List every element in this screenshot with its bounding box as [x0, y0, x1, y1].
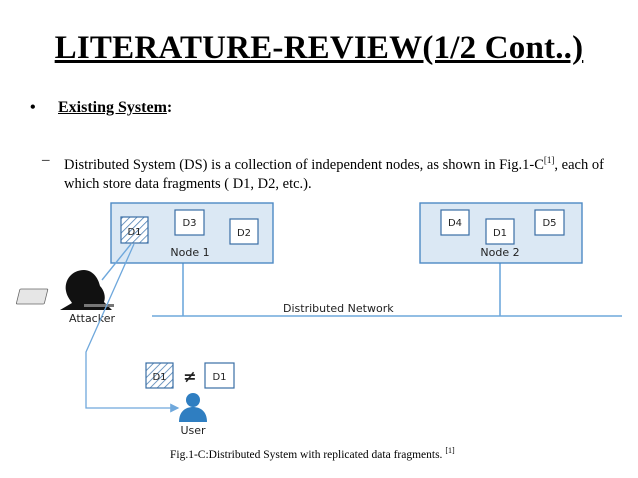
node-2: D4 D1 D5 Node 2: [419, 202, 583, 264]
fragment-label: D4: [448, 218, 462, 229]
sub-bullet-dash: –: [42, 152, 50, 168]
figure-caption: Fig.1-C:Distributed System with replicat…: [170, 446, 455, 461]
sub-bullet-description: – Distributed System (DS) is a collectio…: [42, 151, 604, 194]
attacker-icon: [16, 270, 114, 310]
fragment-label: D1: [212, 372, 226, 383]
fragment-label: D5: [542, 218, 556, 229]
fragment-d1-original: [204, 362, 235, 389]
node-2-label: Node 2: [480, 246, 519, 259]
fragment-label: D2: [237, 228, 251, 239]
attacker-label: Attacker: [69, 312, 115, 325]
caption-citation: [1]: [445, 446, 455, 455]
sub-text-part1: Distributed System (DS) is a collection …: [64, 156, 544, 173]
attack-flow-lines: [85, 243, 180, 413]
fragment-d1: [485, 218, 515, 245]
bullet-colon: :: [166, 99, 173, 116]
bullet-dot: •: [30, 99, 36, 116]
bullet-existing-system: • Existing System:: [30, 99, 172, 117]
bullet-heading: Existing System: [58, 99, 167, 116]
fragment-d3: [174, 209, 205, 236]
sub-text-part2: , each of which store data fragments ( D…: [64, 156, 604, 192]
node-1-label: Node 1: [170, 246, 209, 259]
network-label: Distributed Network: [283, 302, 394, 315]
fragment-d2: [229, 218, 259, 245]
page-title: LITERATURE-REVIEW(1/2 Cont..): [54, 30, 584, 66]
fragment-label: D3: [182, 218, 196, 229]
fragment-d1-replicated: [120, 216, 149, 244]
fragment-label: D1: [127, 227, 141, 238]
user-icon: [179, 393, 207, 422]
fragment-d5: [534, 209, 565, 236]
user-label: User: [180, 424, 206, 437]
caption-text: Fig.1-C:Distributed System with replicat…: [170, 448, 446, 461]
sub-citation: [1]: [543, 155, 555, 165]
fragment-d4: [440, 209, 470, 236]
fragment-comparison: D1 ≠ D1: [145, 362, 235, 389]
node-1: D1 D3 D2 Node 1: [110, 202, 274, 264]
fragment-d1-tampered: [145, 362, 174, 389]
network-lines: [152, 263, 622, 317]
fragment-label: D1: [493, 228, 507, 239]
fragment-label: D1: [152, 372, 166, 383]
not-equal-symbol: ≠: [183, 367, 196, 386]
